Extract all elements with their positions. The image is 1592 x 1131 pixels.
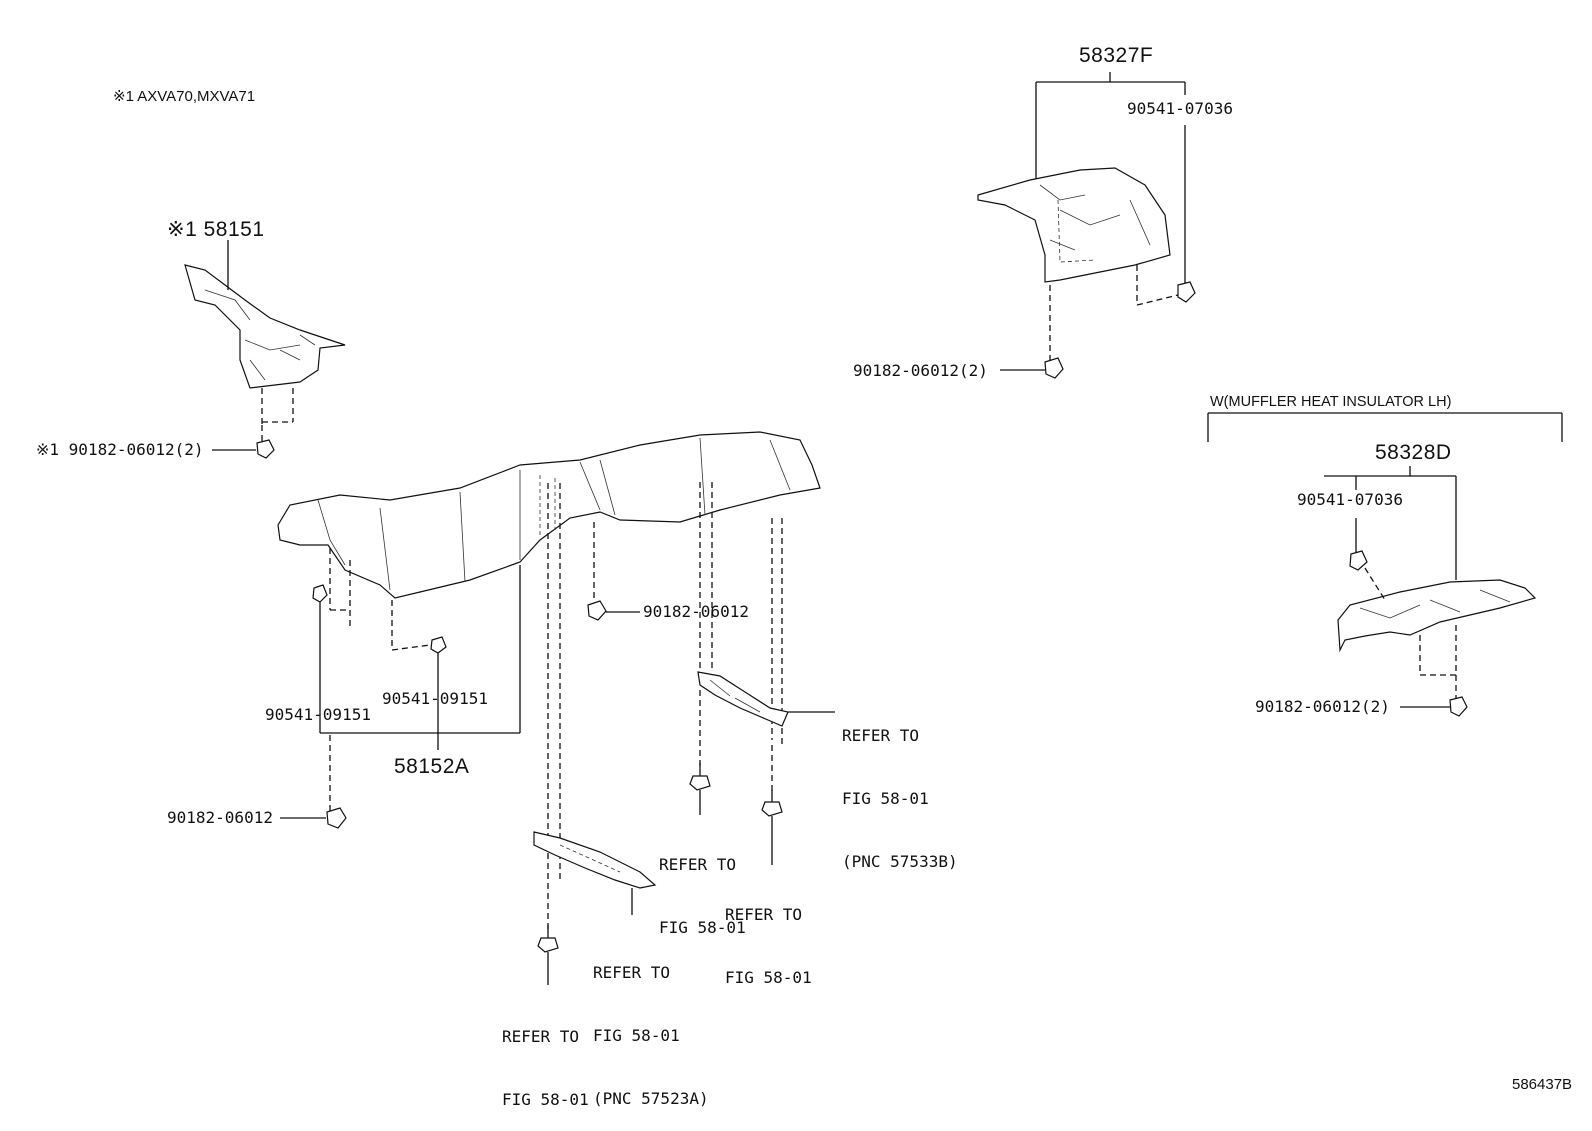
ref-crossmember-top[interactable]: REFER TO FIG 58-01 (PNC 57533B) xyxy=(842,683,958,893)
part-90182-06012-lower-left[interactable]: 90182-06012 xyxy=(167,808,273,827)
nut-90182-06012-right xyxy=(1400,625,1468,717)
part-58327f[interactable]: 58327F xyxy=(1079,44,1154,67)
heat-insulator-58327f xyxy=(977,72,1186,283)
nut-90182-06012-top xyxy=(1000,285,1064,379)
ref-bolt-left[interactable]: REFER TO FIG 58-01 xyxy=(659,812,746,959)
bolt-left xyxy=(689,763,711,815)
ref-line: FIG 58-01 xyxy=(725,968,812,987)
part-90541-07036-right[interactable]: 90541-07036 xyxy=(1297,490,1403,509)
part-58151[interactable]: ※1 58151 xyxy=(167,218,265,241)
heat-insulator-58152a xyxy=(277,431,821,599)
parts-diagram xyxy=(184,72,1563,985)
clip-90541-09151-left xyxy=(312,548,351,630)
part-90541-07036-top[interactable]: 90541-07036 xyxy=(1127,99,1233,118)
part-58151-nut[interactable]: ※1 90182-06012(2) xyxy=(36,440,204,459)
clip-90541-09151-mid xyxy=(391,600,447,654)
applicability-note: ※1 AXVA70,MXVA71 xyxy=(113,88,256,105)
part-90182-06012-top[interactable]: 90182-06012(2) xyxy=(853,361,988,380)
nut-90182-06012-mid xyxy=(587,522,640,621)
ref-line: FIG 58-01 xyxy=(842,789,929,808)
ref-line: FIG 58-01 xyxy=(502,1090,589,1109)
ref-bolt-right[interactable]: REFER TO FIG 58-01 xyxy=(725,862,812,1009)
bolt-right xyxy=(761,790,783,865)
part-90541-09151-b[interactable]: 90541-09151 xyxy=(382,689,488,708)
group-label: W(MUFFLER HEAT INSULATOR LH) xyxy=(1210,394,1452,410)
ref-line: REFER TO xyxy=(842,726,920,745)
bracket-58152a xyxy=(319,565,521,750)
part-58152a[interactable]: 58152A xyxy=(394,755,470,778)
crossmember-57523a xyxy=(533,483,657,930)
figure-code: 586437B xyxy=(1512,1076,1573,1093)
heat-insulator-58151 xyxy=(184,240,346,389)
ref-line: REFER TO xyxy=(725,905,803,924)
ref-line: REFER TO xyxy=(659,855,737,874)
crossmember-57533b xyxy=(697,482,835,795)
part-58328d[interactable]: 58328D xyxy=(1375,441,1452,464)
ref-line: FIG 58-01 xyxy=(659,918,746,937)
ref-line: REFER TO xyxy=(593,963,671,982)
clip-90541-07036-right xyxy=(1349,518,1386,601)
part-90541-09151-a[interactable]: 90541-09151 xyxy=(265,705,371,724)
part-90182-06012-mid[interactable]: 90182-06012 xyxy=(643,602,749,621)
bolt-bottom xyxy=(537,925,559,985)
nut-58151 xyxy=(212,388,294,459)
heat-insulator-58328d xyxy=(1324,466,1537,653)
part-90182-06012-right[interactable]: 90182-06012(2) xyxy=(1255,697,1390,716)
ref-line: REFER TO xyxy=(502,1027,580,1046)
clip-90541-07036-top xyxy=(1136,125,1196,306)
ref-line: FIG 58-01 xyxy=(593,1026,680,1045)
ref-bolt-bottom[interactable]: REFER TO FIG 58-01 xyxy=(502,984,589,1131)
nut-90182-06012-lower-left xyxy=(280,735,347,829)
group-bracket xyxy=(1207,412,1563,442)
ref-line: (PNC 57533B) xyxy=(842,852,958,871)
